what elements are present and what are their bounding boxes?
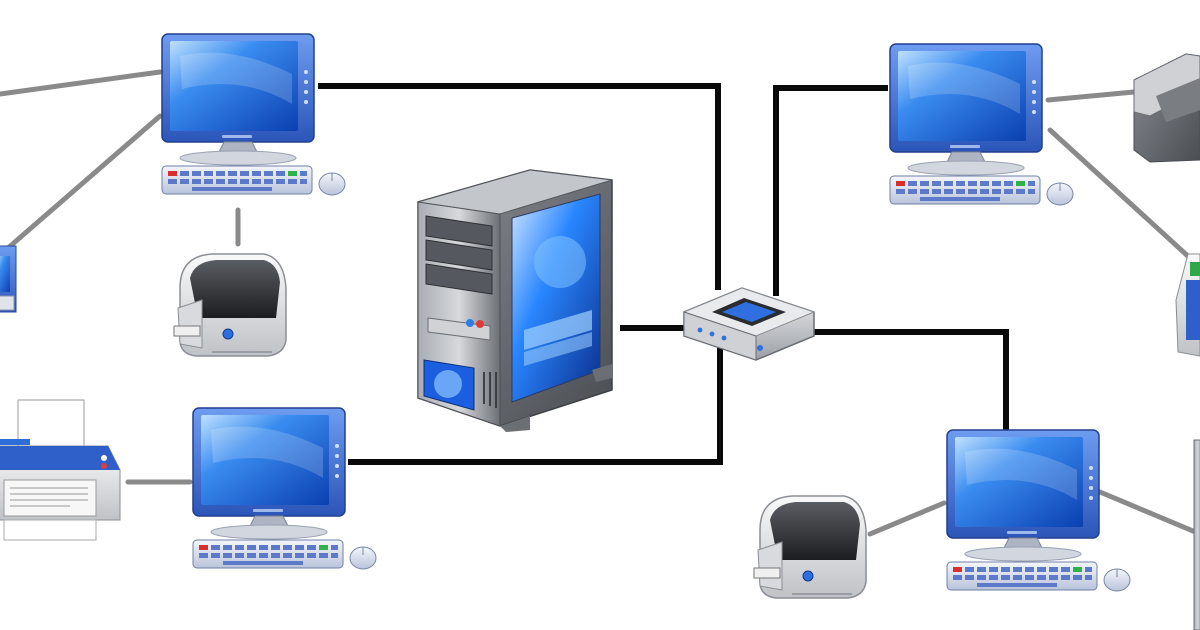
link-pc-top-right-to-right-device xyxy=(1047,127,1193,261)
link-pc-bottom-right-to-right-edge xyxy=(1097,489,1200,537)
link-pc-bottom-right-to-label-printer xyxy=(867,500,947,537)
partial-device-right-bottom-icon xyxy=(1193,439,1200,630)
label-printer-icon xyxy=(753,495,867,599)
link-pc-top-left-to-switch xyxy=(318,83,721,290)
link-pc-bottom-right-to-switch xyxy=(808,329,1009,430)
desktop-computer-icon xyxy=(192,407,377,570)
partial-device-right-icon xyxy=(1175,253,1200,357)
desktop-computer-icon xyxy=(161,33,346,196)
desktop-computer-icon xyxy=(946,429,1131,592)
link-pc-top-left-to-left-edge xyxy=(0,69,163,97)
inkjet-printer-icon xyxy=(0,399,121,541)
label-printer-icon xyxy=(173,253,287,357)
link-pc-top-right-to-switch xyxy=(773,85,888,296)
partial-device-left-icon xyxy=(0,245,17,313)
link-pc-top-left-to-left-device xyxy=(5,113,163,251)
link-pc-top-right-to-scanner xyxy=(1045,89,1137,103)
network-switch-icon xyxy=(682,287,816,361)
primary-links xyxy=(318,83,1009,465)
desktop-computer-icon xyxy=(889,43,1074,206)
secondary-links xyxy=(0,69,1200,537)
scanner-icon xyxy=(1133,53,1200,163)
link-pc-bottom-left-to-switch xyxy=(348,340,723,465)
server-tower-icon xyxy=(417,169,613,432)
